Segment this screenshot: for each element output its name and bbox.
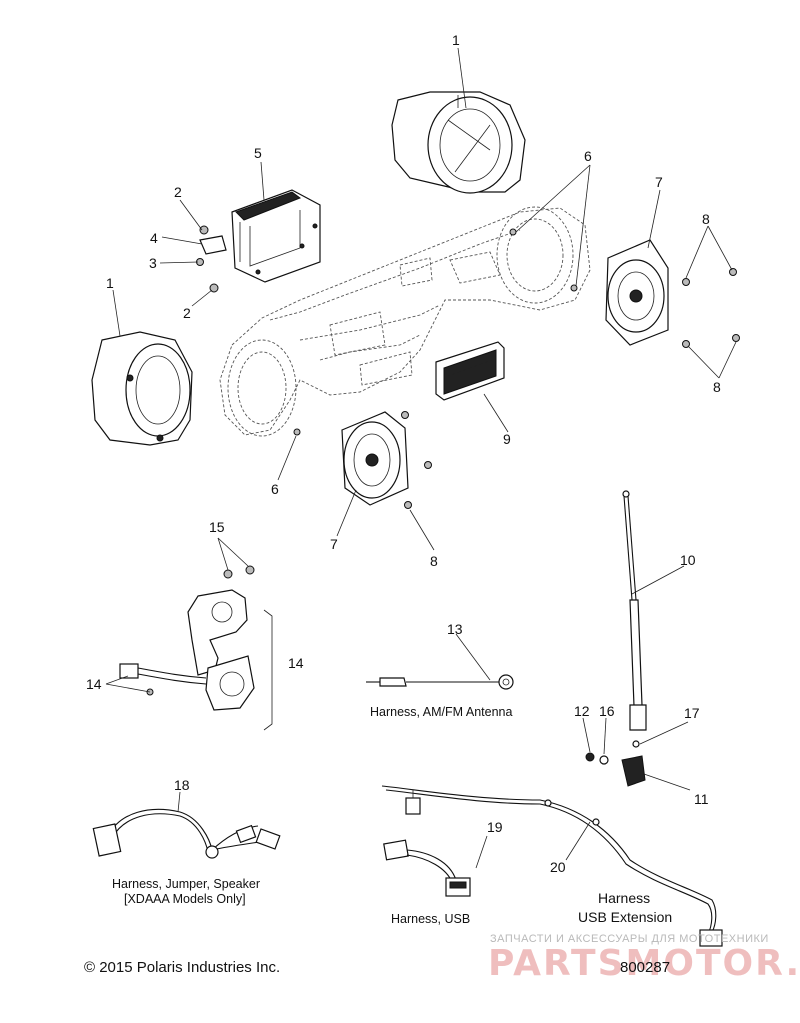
antenna-nut bbox=[585, 752, 595, 762]
callout-16: 16 bbox=[599, 703, 615, 719]
usb-extension-harness bbox=[381, 785, 723, 947]
speaker-pod-lower bbox=[91, 331, 193, 446]
jumper-harness bbox=[92, 808, 281, 859]
callout-13: 13 bbox=[447, 621, 463, 637]
callout-11: 11 bbox=[694, 791, 709, 807]
callout-12: 12 bbox=[574, 703, 590, 719]
callout-2-upper: 2 bbox=[174, 184, 182, 200]
callout-2-lower: 2 bbox=[183, 305, 191, 321]
caption-jumper-line1: Harness, Jumper, Speaker bbox=[112, 877, 260, 891]
watermark-tagline: ЗАПЧАСТИ И АКСЕССУАРЫ ДЛЯ МОТОТЕХНИКИ bbox=[490, 933, 769, 945]
callout-17: 17 bbox=[684, 705, 700, 721]
callout-18: 18 bbox=[174, 777, 190, 793]
caption-jumper-line2: [XDAAA Models Only] bbox=[124, 892, 246, 906]
callout-10: 10 bbox=[680, 552, 696, 568]
caption-antenna-harness: Harness, AM/FM Antenna bbox=[370, 705, 512, 719]
watermark: ЗАПЧАСТИ И АКСЕССУАРЫ ДЛЯ МОТОТЕХНИКИ PA… bbox=[488, 933, 800, 984]
callout-19: 19 bbox=[487, 819, 503, 835]
screws-bracket bbox=[223, 565, 255, 579]
antenna-harness bbox=[366, 674, 514, 690]
watermark-logo: PARTSMOTOR.RU bbox=[488, 943, 800, 984]
screws-speaker bbox=[401, 268, 740, 509]
antenna-washer-small bbox=[632, 740, 640, 748]
callout-3: 3 bbox=[149, 255, 157, 271]
callout-7-upper: 7 bbox=[655, 174, 663, 190]
screws-dash bbox=[293, 228, 578, 436]
callout-5: 5 bbox=[254, 145, 262, 161]
copyright-text: © 2015 Polaris Industries Inc. bbox=[84, 959, 280, 976]
screws-amp bbox=[196, 225, 219, 293]
usb-bracket-assembly bbox=[119, 589, 273, 731]
callout-14-left: 14 bbox=[86, 676, 102, 692]
callout-8-lower: 8 bbox=[430, 553, 438, 569]
callout-20: 20 bbox=[550, 859, 566, 875]
callout-numbers: 1 5 2 4 3 2 1 6 7 8 8 9 6 7 8 10 15 14 1… bbox=[86, 32, 721, 875]
callout-6-lower: 6 bbox=[271, 481, 279, 497]
callout-6-upper: 6 bbox=[584, 148, 592, 164]
captions: Harness, AM/FM Antenna Harness, Jumper, … bbox=[112, 705, 672, 926]
dash-panel bbox=[219, 206, 591, 437]
caption-usb-harness: Harness, USB bbox=[391, 912, 470, 926]
callout-15: 15 bbox=[209, 519, 225, 535]
speaker-center bbox=[341, 411, 409, 506]
leader-lines bbox=[105, 47, 737, 869]
callout-1-lower: 1 bbox=[106, 275, 114, 291]
figure-number: 800287 bbox=[620, 959, 670, 976]
speaker-pod-upper bbox=[391, 91, 526, 194]
antenna-mast bbox=[622, 490, 647, 731]
amp-bracket bbox=[199, 235, 227, 255]
callout-7-lower: 7 bbox=[330, 536, 338, 552]
callout-8-upper: 8 bbox=[702, 211, 710, 227]
usb-harness bbox=[383, 839, 471, 897]
radio-unit bbox=[435, 341, 505, 401]
antenna-washer bbox=[599, 755, 609, 765]
callout-14-right: 14 bbox=[288, 655, 304, 671]
antenna-base bbox=[621, 755, 646, 787]
caption-usb-ext-line2: USB Extension bbox=[578, 909, 672, 925]
callout-8-right: 8 bbox=[713, 379, 721, 395]
amplifier bbox=[231, 189, 321, 283]
speaker-right bbox=[605, 239, 669, 346]
footer: © 2015 Polaris Industries Inc. 800287 bbox=[84, 959, 670, 976]
callout-1-upper: 1 bbox=[452, 32, 460, 48]
callout-4: 4 bbox=[150, 230, 158, 246]
caption-usb-ext-line1: Harness bbox=[598, 890, 650, 906]
callout-9: 9 bbox=[503, 431, 511, 447]
